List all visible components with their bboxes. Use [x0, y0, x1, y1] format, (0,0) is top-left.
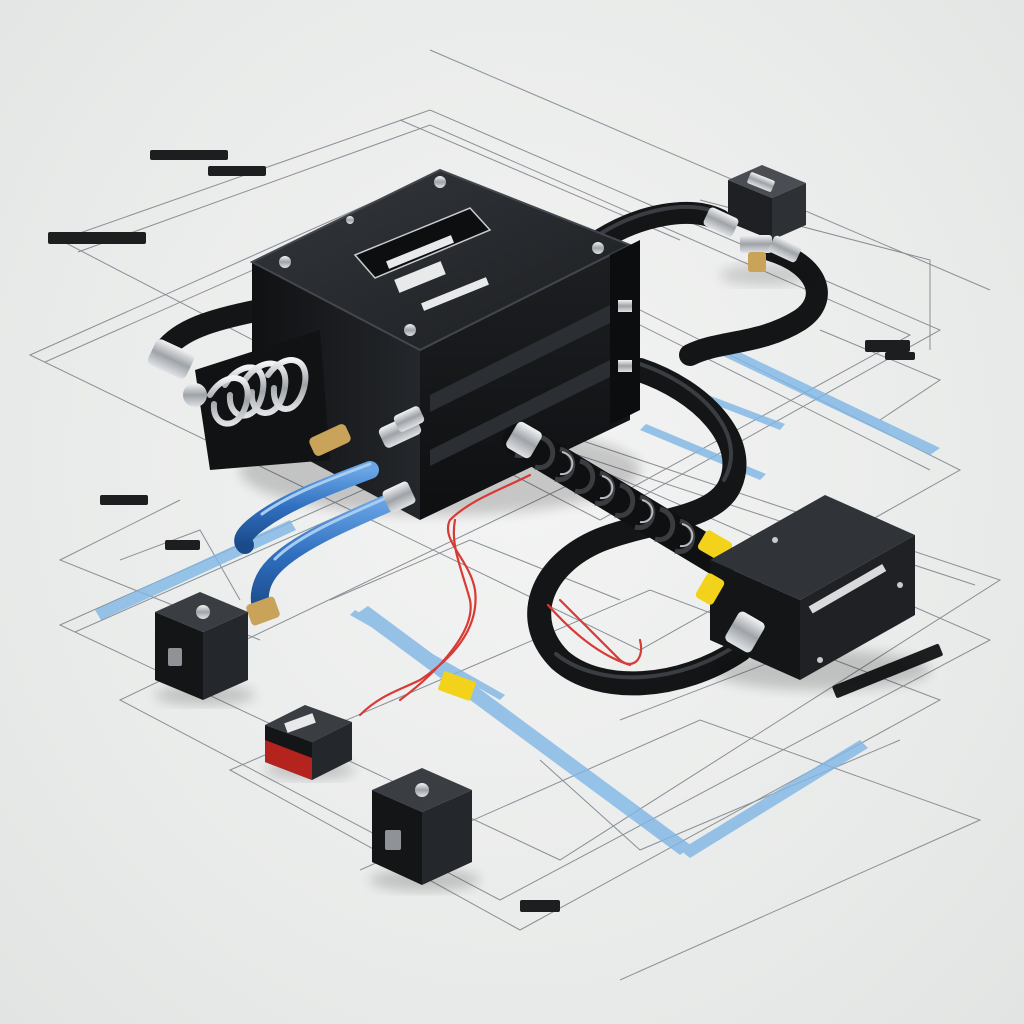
hose-fitting-icon [148, 339, 194, 379]
blue-guide-stripes [95, 338, 940, 858]
sensor-cube-icon [155, 592, 255, 705]
box-screws [279, 176, 604, 336]
label-block [865, 340, 910, 352]
box-right-face [420, 245, 630, 520]
label-block [208, 166, 266, 176]
solenoid-valve-icon [703, 165, 810, 285]
hose-fitting-icon [309, 424, 351, 456]
box-left-face [252, 262, 420, 520]
label-block [48, 232, 146, 244]
main-control-box [240, 168, 640, 520]
label-block [150, 150, 228, 160]
label-block [165, 540, 200, 550]
label-block [520, 900, 560, 912]
blue-hoses [234, 461, 416, 626]
junction-box-icon [695, 495, 930, 690]
coil-spring-icon [503, 421, 737, 577]
label-block [100, 495, 148, 505]
left-coil-assembly [148, 330, 425, 470]
sensor-cube-icon [370, 768, 480, 891]
sensor-cube-icon [265, 705, 355, 780]
warning-tag [438, 671, 476, 701]
label-block [885, 352, 915, 360]
red-wires [358, 473, 643, 717]
